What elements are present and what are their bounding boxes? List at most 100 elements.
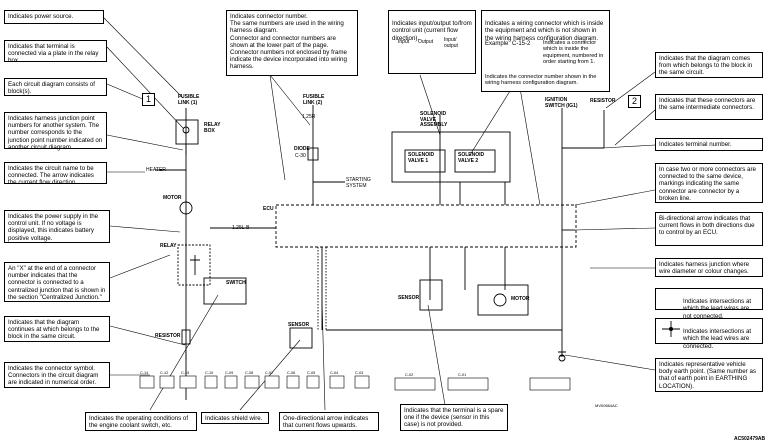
label-resistor-left: RESISTOR	[155, 333, 181, 339]
connector-number-shown: Indicates the connector number shown in …	[485, 74, 597, 87]
connector-code: C-10	[205, 371, 214, 375]
sensor-left-frame	[289, 327, 313, 349]
relay-frame	[177, 244, 211, 286]
example-label: Example	[485, 41, 509, 47]
label-relay-box: RELAY BOX	[204, 122, 221, 134]
leader-line	[106, 134, 184, 151]
label-sensor-left: SENSOR	[288, 322, 310, 328]
label-wire-125-top: 1.25R	[302, 114, 316, 120]
label-motor-right: MOTOR	[511, 296, 530, 302]
connector-code: C-14	[140, 371, 149, 375]
label-solenoid-valve-assembly: SOLENOID VALVE ASSEMBLY	[420, 111, 448, 128]
label-wire-125-ecu: 1.25L-B	[232, 225, 250, 231]
annotation-junction-change: Indicates harness junction where wire di…	[655, 258, 763, 277]
annotation-diagram-comes-from: Indicates that the diagram comes from wh…	[655, 52, 763, 78]
annotation-relay-box-terminal: Indicates that terminal is connected via…	[4, 40, 107, 64]
annotation-one-directional: One-directional arrow indicates that cur…	[279, 412, 379, 431]
annotation-power-source: Indicates power source.	[4, 10, 104, 24]
leader-line	[614, 109, 656, 146]
label-code-small: MV00664AC	[595, 403, 618, 408]
input-output-text: Indicates input/output to/from control u…	[392, 20, 472, 42]
leader-line	[602, 144, 656, 149]
leader-line	[106, 46, 184, 129]
annotation-not-connected: Indicates intersections at which the lea…	[655, 288, 763, 320]
annotation-spare-terminal: Indicates that the terminal is a spare o…	[400, 404, 508, 431]
label-diode: DIODE	[294, 146, 310, 152]
example-code: C-15-2	[512, 41, 531, 47]
connector-code: C-02	[405, 373, 414, 377]
leader-line	[149, 294, 219, 411]
leader-line	[605, 71, 656, 109]
annotation-wiring-connector-inside: Indicates a wiring connector which is in…	[481, 10, 610, 92]
annotation-junction-point: Indicates harness junction point numbers…	[4, 112, 107, 151]
switch-frame	[203, 277, 247, 305]
annotation-blocks: Each circuit diagram consists of block(s…	[4, 78, 107, 96]
connector-code: C-04	[330, 371, 339, 375]
io-input-output-label: Input/ output	[444, 37, 458, 49]
leader-line	[269, 74, 286, 181]
label-relay: RELAY	[160, 243, 177, 249]
connector-code: C-09	[225, 371, 234, 375]
label-switch: SWITCH	[226, 280, 246, 286]
annotation-input-output: Indicates input/output to/from control u…	[388, 10, 476, 74]
annotation-circuit-name: Indicates the circuit name to be connect…	[4, 162, 107, 186]
label-fusible-link-2: FUSIBLE LINK (2)	[303, 94, 325, 106]
annotation-intermediate-connectors: Indicates that these connectors are the …	[655, 94, 763, 120]
leader-line	[321, 299, 326, 411]
io-output-label: Output	[418, 39, 434, 45]
label-heater: HEATER	[146, 167, 166, 173]
label-fusible-link-1: FUSIBLE LINK (1)	[178, 94, 200, 106]
resistor-left-symbol	[181, 329, 191, 345]
annotation-same-device: In case two or more connectors are conne…	[655, 163, 763, 203]
sensor-mid-frame	[419, 279, 443, 311]
leader-line	[109, 225, 181, 233]
ecu-frame	[275, 204, 577, 248]
leader-line	[574, 227, 656, 231]
leader-line	[427, 304, 446, 406]
leader-line	[109, 325, 186, 346]
motor-right-frame	[477, 284, 529, 316]
connector-code: C-01	[458, 373, 467, 377]
connector-code: C-12	[160, 371, 169, 375]
annotation-earth-point: Indicates representative vehicle body ea…	[655, 358, 763, 392]
label-solenoid-valve-2: SOLENOID VALVE 2	[458, 152, 485, 164]
annotation-centralized-junction: An "X" at the end of a connector number …	[4, 262, 110, 302]
leader-line	[564, 354, 656, 371]
leader-line	[519, 87, 541, 206]
label-code-corner: AC502479AB	[734, 436, 766, 442]
leader-line	[239, 339, 301, 411]
connector-code: C-03	[355, 371, 364, 375]
motor-left-symbol	[179, 201, 193, 215]
block-marker-1: 1	[142, 93, 155, 106]
leader-line	[102, 16, 184, 99]
label-starting-system: STARTING SYSTEM	[346, 177, 371, 189]
relay-box-frame	[175, 119, 199, 145]
annotation-diagram-continues: Indicates that the diagram continues at …	[4, 316, 110, 342]
label-ignition-switch: IGNITION SWITCH (IG1)	[545, 97, 578, 109]
label-motor-left: MOTOR	[163, 195, 182, 201]
annotation-connector-number: Indicates connector number. The same num…	[226, 10, 358, 76]
connector-code: C-05	[307, 371, 316, 375]
leader-line	[574, 189, 656, 206]
example-desc: Indicates a connector which is inside th…	[543, 40, 604, 66]
connector-code: C-15	[181, 371, 190, 375]
leader-line	[269, 74, 311, 126]
label-diode-conn: C-30	[295, 153, 306, 159]
annotation-power-supply: Indicates the power supply in the contro…	[4, 210, 110, 243]
leader-line	[109, 254, 171, 279]
solenoid-assembly-frame	[391, 131, 511, 183]
label-ecu: ECU	[263, 206, 274, 212]
annotation-connected: Indicates intersections at which the lea…	[655, 318, 763, 350]
annotation-connector-symbol: Indicates the connector symbol. Connecto…	[4, 362, 110, 388]
block-marker-2: 2	[628, 95, 641, 108]
connector-code: C-06	[287, 371, 296, 375]
connector-symbols	[139, 375, 571, 391]
annotation-terminal-number: Indicates terminal number.	[655, 138, 763, 151]
annotation-bidirectional: Bi-directional arrow indicates that curr…	[655, 212, 763, 246]
connected-text: Indicates intersections at which the lea…	[683, 328, 752, 350]
label-sensor-mid: SENSOR	[398, 295, 420, 301]
annotation-operating-conditions: Indicates the operating conditions of th…	[85, 412, 197, 431]
not-connected-text: Indicates intersections at which the lea…	[683, 298, 752, 320]
wiring-connector-inside-text: Indicates a wiring connector which is in…	[485, 20, 604, 42]
